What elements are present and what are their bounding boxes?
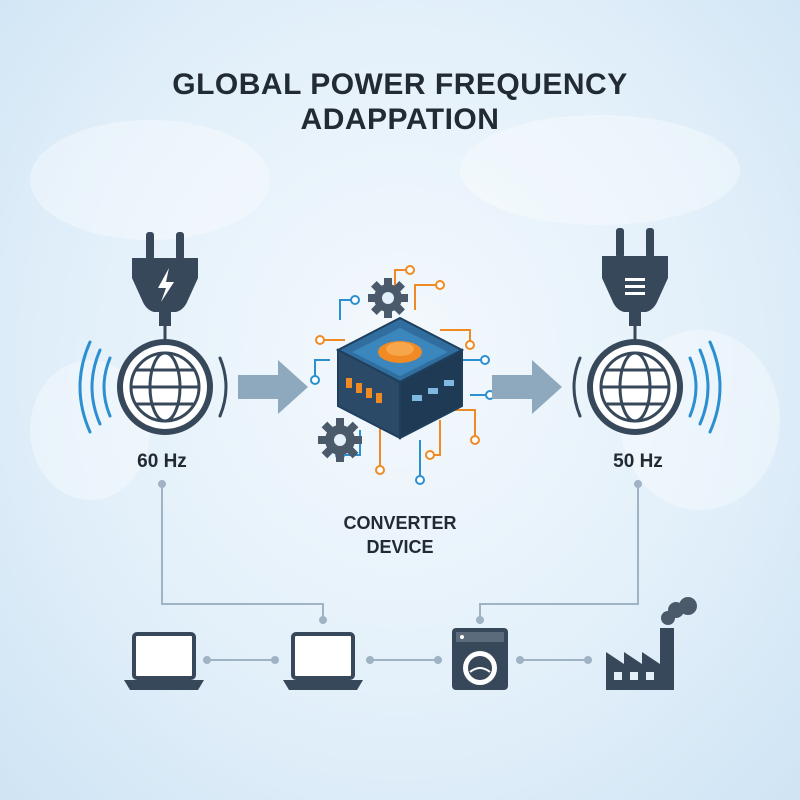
connector-lines bbox=[161, 484, 639, 661]
plug-lightning-icon bbox=[132, 232, 198, 345]
signal-waves-left bbox=[78, 340, 112, 434]
converter-label-line-1: CONVERTER bbox=[343, 513, 457, 533]
connector-dots bbox=[158, 480, 642, 664]
target-frequency-label: 50 Hz bbox=[613, 451, 663, 472]
signal-waves-right bbox=[688, 340, 722, 434]
laptop-icon bbox=[124, 632, 204, 690]
signal-waves-left-outer bbox=[218, 356, 228, 418]
plug-icon bbox=[602, 228, 668, 345]
converter-label-line-2: DEVICE bbox=[366, 537, 434, 557]
globe-icon-left bbox=[117, 339, 213, 435]
smoke-icon bbox=[661, 597, 697, 625]
source-frequency-label: 60 Hz bbox=[137, 451, 187, 472]
converter-chip-icon bbox=[310, 265, 495, 485]
flow-arrow-right bbox=[492, 360, 562, 414]
globe-icon-right bbox=[587, 339, 683, 435]
title-line-2: ADAPPATION bbox=[300, 103, 500, 136]
laptop-icon bbox=[283, 632, 363, 690]
gear-icon-top bbox=[368, 278, 408, 318]
washing-machine-icon bbox=[452, 628, 508, 690]
flow-arrow-left bbox=[238, 360, 308, 414]
factory-icon bbox=[606, 597, 697, 690]
title-line-1: GLOBAL POWER FREQUENCY bbox=[172, 68, 628, 101]
signal-waves-right-inner bbox=[572, 356, 582, 418]
gear-icon-bottom bbox=[318, 418, 362, 462]
